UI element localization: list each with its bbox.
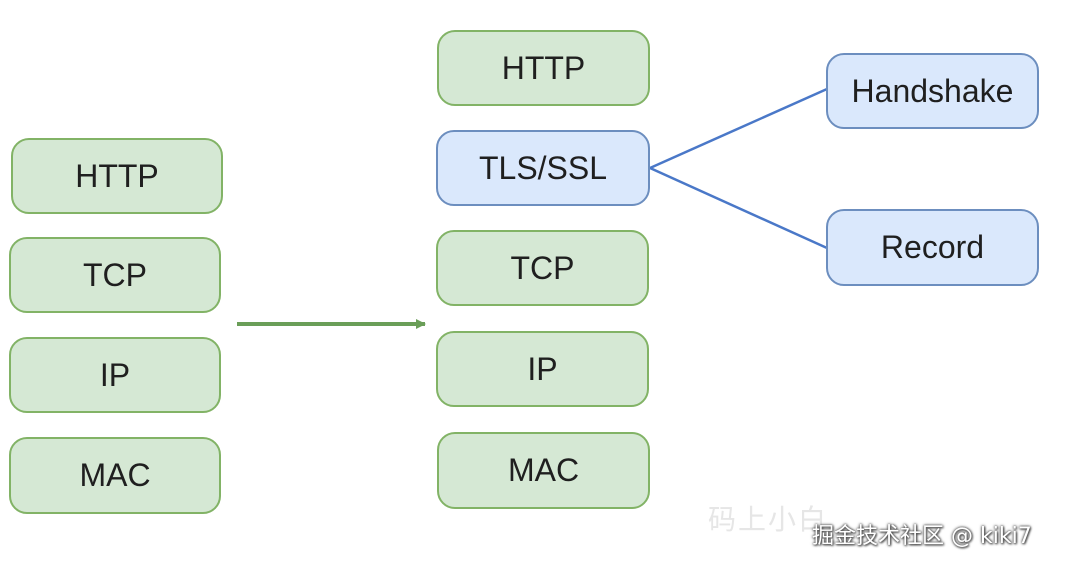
left-tcp-layer: TCP xyxy=(9,237,221,313)
left-mac-layer: MAC xyxy=(9,437,221,514)
right-mac-label: MAC xyxy=(507,452,580,488)
right-tcp-layer: TCP xyxy=(436,230,649,306)
left-http-label: HTTP xyxy=(75,157,159,194)
record-node: Record xyxy=(826,209,1039,286)
right-tls-layer: TLS/SSL xyxy=(436,130,650,206)
left-tcp-label: TCP xyxy=(83,256,147,293)
right-tls-label: TLS/SSL xyxy=(478,149,608,186)
tls-to-record-line xyxy=(649,166,828,250)
handshake-node: Handshake xyxy=(826,53,1039,129)
right-http-label: HTTP xyxy=(501,49,586,86)
left-mac-label: MAC xyxy=(79,457,151,493)
record-label: Record xyxy=(880,229,985,265)
left-ip-label: IP xyxy=(99,356,131,393)
right-tcp-label: TCP xyxy=(510,249,575,286)
tls-to-handshake-line xyxy=(649,87,828,170)
left-ip-layer: IP xyxy=(9,337,221,413)
right-ip-layer: IP xyxy=(436,331,649,407)
right-http-layer: HTTP xyxy=(437,30,650,106)
credit-watermark: 掘金技术社区 @ kiki7 xyxy=(812,524,1032,549)
faint-watermark: 码上小白 xyxy=(708,503,829,536)
right-ip-label: IP xyxy=(527,350,558,387)
handshake-label: Handshake xyxy=(851,72,1014,109)
left-http-layer: HTTP xyxy=(11,138,223,214)
right-mac-layer: MAC xyxy=(437,432,650,509)
